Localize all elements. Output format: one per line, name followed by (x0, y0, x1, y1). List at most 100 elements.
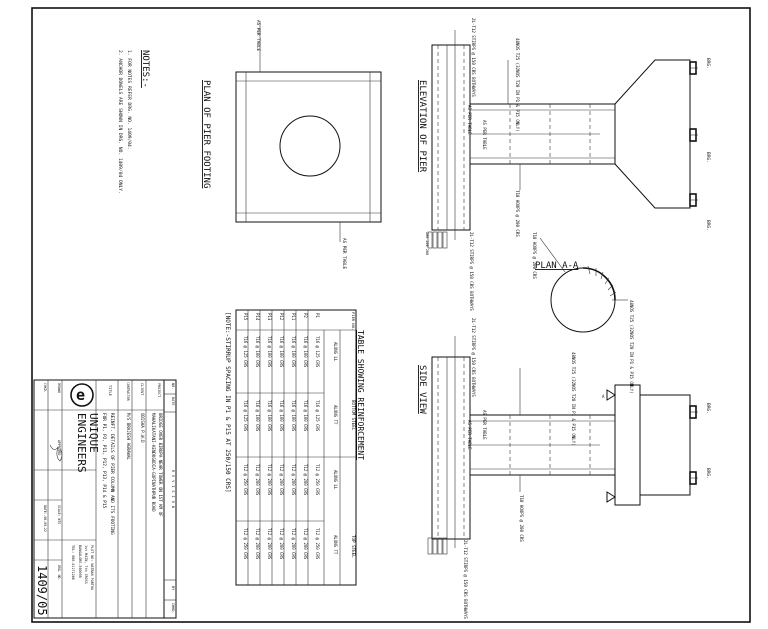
table-row: P15 T16 @ 125 CRS T16 @ 125 CRS T12 @ 25… (243, 313, 248, 560)
elevation-stirrups-top: 2L-T12 STIRPS @ 150 CRS BOTHWAYS (471, 18, 476, 97)
section-marker-a-2 (606, 491, 616, 503)
svg-text:T16 @ 100 CRS: T16 @ 100 CRS (291, 400, 296, 432)
table-title: TABLE SHOWING REINFORCEMENT (356, 330, 365, 460)
sheet-border (31, 7, 751, 623)
drawing-number: 1409/05 (35, 565, 49, 616)
table-head-pier: PIER NO. (351, 312, 356, 330)
elevation-dim-ticks (427, 231, 448, 249)
svg-text:T16 @ 100 CRS: T16 @ 100 CRS (267, 400, 272, 432)
svg-text:T16 @ 125 CRS: T16 @ 125 CRS (243, 336, 248, 368)
plan-footing-label-top: AS PER TABLE (255, 20, 261, 51)
svg-text:P13: P13 (267, 313, 272, 321)
svg-text:T12 @ 200 CRS: T12 @ 200 CRS (291, 464, 296, 496)
svg-text:T16 @ 100 CRS: T16 @ 100 CRS (303, 336, 308, 368)
svg-text:T16 @ 125 CRS: T16 @ 125 CRS (315, 400, 320, 432)
svg-text:T16 @ 125 CRS: T16 @ 125 CRS (243, 400, 248, 432)
firm-addr-2: 1st MAIN, 7th CROSS (84, 545, 88, 584)
firm-addr-1: PLOT NO: NATRAN PARTHA (90, 545, 94, 590)
table-head-bottom: BOTTOM STEEL (351, 400, 356, 431)
plan-aa-bar-arc (582, 267, 616, 301)
drg-label: DRG. NO. (57, 565, 61, 580)
side-view-hoops: T10 HOOPS @ 200 CRS (519, 495, 524, 542)
table-row: P12 T16 @ 100 CRS T16 @ 100 CRS T12 @ 20… (279, 313, 284, 560)
elevation-as-per-table-2: AS PER TABLE (482, 120, 487, 150)
svg-text:T12 @ 200 CRS: T12 @ 200 CRS (267, 464, 272, 496)
notes-line-1: 1. FOR NOTES REFER DRG. NO. 1409/04. (126, 50, 132, 150)
firm-name-1: UNIQUE (87, 413, 100, 453)
table-head-top: TOP STEEL (351, 535, 356, 558)
checked-label: CHKD. (43, 383, 47, 393)
side-view-pier-cap (614, 384, 641, 506)
rev-no-label: NO. (171, 383, 175, 389)
project-label: PROJECT (157, 383, 161, 397)
firm-name-2: ENGINEERS (75, 413, 88, 473)
svg-text:T12 @ 200 CRS: T12 @ 200 CRS (303, 528, 308, 560)
svg-text:T16 @ 100 CRS: T16 @ 100 CRS (279, 400, 284, 432)
svg-text:T16 @ 100 CRS: T16 @ 100 CRS (279, 336, 284, 368)
firm-logo-letter: e (76, 386, 85, 404)
table-note: [NOTE:-STIRRUP SPACING IN P1 & P15 AT 25… (224, 312, 231, 493)
title-label: TITLE (108, 385, 112, 396)
svg-text:T12 @ 250 CRS: T12 @ 250 CRS (243, 528, 248, 560)
svg-text:T16 @ 125 CRS: T16 @ 125 CRS (315, 336, 320, 368)
elevation-bars-top: 48NOS T25 (32NOS T20 IN P1 & P15 ONLY) (515, 38, 520, 132)
svg-text:T16 @ 100 CRS: T16 @ 100 CRS (255, 400, 260, 432)
side-view-title: SIDE VIEW (417, 365, 427, 414)
svg-text:P2: P2 (303, 313, 308, 318)
elevation-of-pier: ELEVATION OF PIER BRG. BRG. BRG. 2L-T12 … (417, 18, 711, 311)
svg-text:P14: P14 (255, 313, 260, 321)
rev-date-label: DATE (171, 397, 175, 405)
table-row: P14 T16 @ 100 CRS T16 @ 100 CRS T12 @ 20… (255, 313, 260, 560)
elevation-brg-1: BRG. (705, 58, 711, 69)
svg-text:T12 @ 200 CRS: T12 @ 200 CRS (279, 464, 284, 496)
pier-column-section (279, 115, 341, 177)
side-view-dim-ticks (427, 537, 448, 555)
svg-text:P15: P15 (243, 313, 248, 321)
svg-text:T12 @ 250 CRS: T12 @ 250 CRS (315, 464, 320, 496)
title-block: NO. DATE REVISION BY CHKD. PROJECT BRIDG… (33, 379, 177, 619)
table-row: P1 T16 @ 125 CRS T16 @ 125 CRS T12 @ 250… (315, 313, 320, 560)
plan-footing-title: PLAN OF PIER FOOTING (201, 80, 211, 188)
table-head-top-ll: ALONG LL (333, 470, 338, 490)
elevation-title: ELEVATION OF PIER (417, 80, 427, 173)
contractor-name: M/S BRAJESH AGRAWAL (126, 413, 131, 460)
elevation-stirrups-bottom: 2L-T12 STIRPS @ 150 CRS BOTHWAYS (469, 232, 474, 311)
side-view-as-per-table-1: AS PER TABLE (467, 420, 472, 450)
table-row: P13 T16 @ 100 CRS T16 @ 100 CRS T12 @ 20… (267, 313, 272, 560)
scale-label: SCALE: NTS (57, 505, 61, 524)
table-row: P2 T16 @ 100 CRS T16 @ 100 CRS T12 @ 200… (303, 313, 308, 560)
svg-text:P12: P12 (279, 313, 284, 321)
svg-text:T12 @ 200 CRS: T12 @ 200 CRS (267, 528, 272, 560)
section-marker-a-label: A (602, 394, 605, 399)
side-view: SIDE VIEW BRG. BRG. A 2L-T12 STIRPS @ 15… (417, 318, 711, 619)
side-view-brg-2: BRG. (705, 468, 711, 479)
elevation-hoops: T10 HOOPS @ 200 CRS (515, 190, 520, 237)
plan-aa-bars: 48NOS T25 (32NOS T20 IN P1 & P15 ONLY) (629, 300, 634, 394)
rev-revision-label: REVISION (171, 470, 175, 511)
date-value: DATE:-08-09-22 (43, 505, 47, 532)
client-name: ODISHA P.W.D (140, 413, 145, 443)
title-line-1: REINFT. DETAILS OF PIER COLUMN AND ITS F… (109, 413, 115, 535)
reinforcement-table: TABLE SHOWING REINFORCEMENT PIER NO. BOT… (224, 309, 365, 586)
table-head-top-tt: ALONG TT (333, 535, 338, 555)
svg-text:T12 @ 200 CRS: T12 @ 200 CRS (255, 464, 260, 496)
svg-text:T12 @ 250 CRS: T12 @ 250 CRS (243, 464, 248, 496)
svg-text:T16 @ 100 CRS: T16 @ 100 CRS (267, 336, 272, 368)
footing-outline (235, 71, 382, 223)
svg-text:T16 @ 100 CRS: T16 @ 100 CRS (255, 336, 260, 368)
section-marker-a-1 (606, 389, 616, 401)
table-head-bottom-tt: ALONG TT (333, 405, 338, 425)
plan-footing-label-bottom: AS PER TABLE (341, 238, 347, 269)
project-line-1: BRIDGE OVER BIRUPA NEAR TOWER ON 1ST KM … (158, 413, 163, 517)
side-view-brg-1: BRG. (705, 403, 711, 414)
contractor-label: CONTRACTOR (126, 382, 130, 401)
project-line-2: MAHALIKATANI-KENDUGUDIA-GOPINATHPUR ROAD (151, 413, 156, 512)
side-view-as-per-table-2: AS PER TABLE (482, 410, 487, 440)
svg-text:T12 @ 200 CRS: T12 @ 200 CRS (279, 528, 284, 560)
elevation-dims: 200 200 200 (425, 232, 429, 255)
rev-by-label: BY (171, 586, 175, 591)
svg-text:T16 @ 100 CRS: T16 @ 100 CRS (303, 400, 308, 432)
plan-a-a: PLAN A-A T10 HOOPS @ 200 CRS 48NOS T25 (… (532, 232, 634, 394)
rev-chkd-label: CHKD. (171, 603, 175, 614)
